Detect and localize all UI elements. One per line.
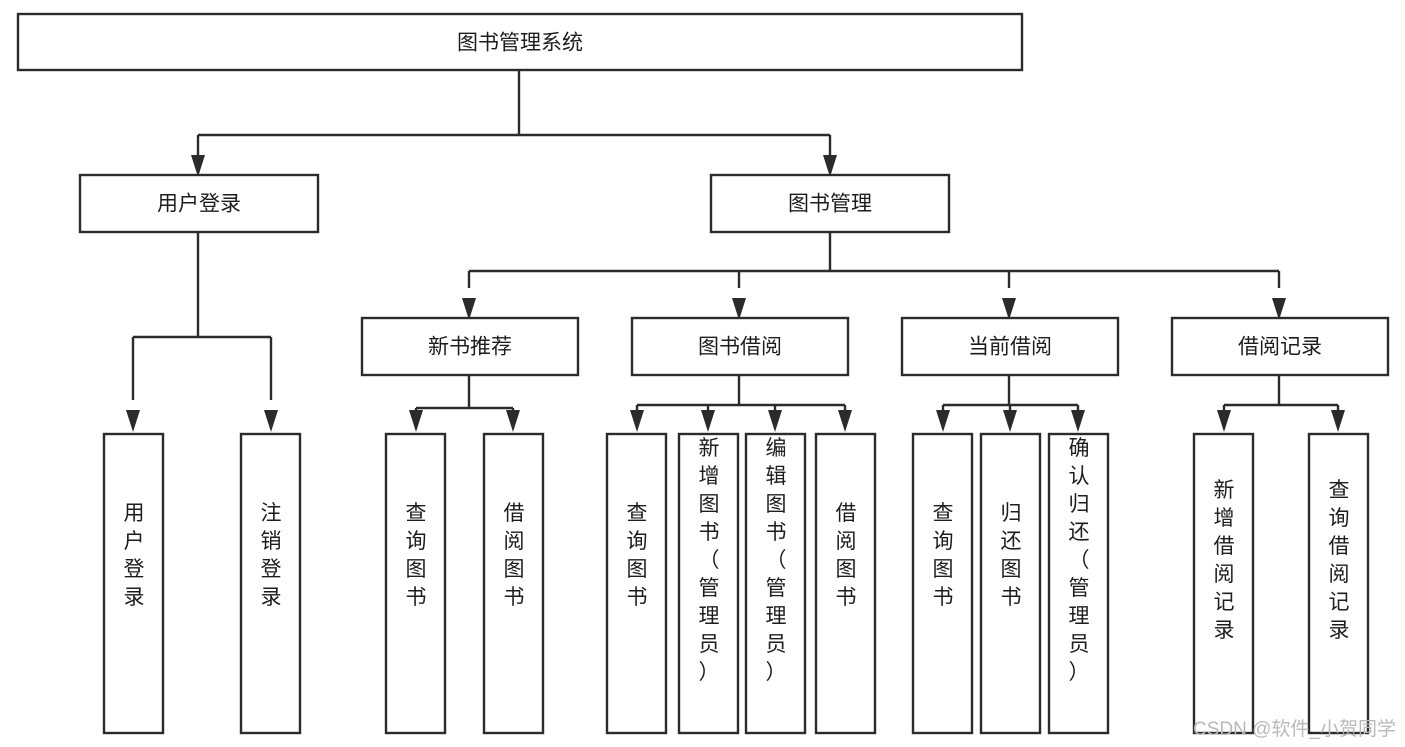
node-user-login[interactable]: 用户登录 (78, 173, 320, 234)
leaf-label-vertical: 归还图书 (1001, 502, 1022, 609)
leaf-label-vertical: 编辑图书（管理员） (766, 437, 787, 684)
arrow-bookmgmt-to-new-book (462, 298, 476, 320)
node-borrow-record-box[interactable] (1170, 316, 1390, 377)
node-root-box[interactable] (16, 12, 1024, 72)
node-book-borrow-box[interactable] (630, 316, 850, 377)
node-new-book-recommend-label: 新书推荐 (428, 336, 512, 359)
connector-layer (126, 70, 1345, 432)
leaf-label-vertical: 借阅图书 (836, 502, 857, 609)
node-new-book-recommend[interactable]: 新书推荐 (360, 316, 580, 377)
arrow-bookmgmt-to-borrow (732, 298, 746, 320)
leaf-record-add-record[interactable]: 新增借阅记录 (1192, 432, 1255, 735)
node-root-book-management-system[interactable]: 图书管理系统 (16, 12, 1024, 72)
arrow-bookmgmt-to-current (1002, 298, 1016, 320)
leaf-label-vertical: 新增借阅记录 (1214, 479, 1235, 642)
arrow-root-to-user-login (191, 155, 205, 177)
leaf-box[interactable] (979, 432, 1042, 735)
arrow-newbook-leaf-2 (506, 410, 520, 432)
leaf-box[interactable] (814, 432, 877, 735)
leaf-box[interactable] (605, 432, 668, 735)
leaf-label-vertical: 查询图书 (933, 502, 954, 609)
leaf-box[interactable] (1307, 432, 1370, 735)
arrow-userlogin-leaf-2 (264, 410, 278, 432)
leaf-box[interactable] (239, 432, 302, 735)
node-book-borrow-label: 图书借阅 (698, 336, 782, 359)
leaf-box[interactable] (911, 432, 974, 735)
arrow-current-leaf-3 (1071, 410, 1085, 432)
leaf-label-vertical: 确认归还（管理员） (1069, 437, 1090, 684)
leaf-label-vertical: 查询图书 (406, 502, 427, 609)
node-book-management[interactable]: 图书管理 (709, 173, 951, 234)
arrow-newbook-leaf-1 (409, 410, 423, 432)
leaf-current-confirm-return-admin[interactable]: 确认归还（管理员） (1047, 432, 1110, 735)
leaf-label-vertical: 注销登录 (261, 502, 282, 609)
leaf-borrow-query-book[interactable]: 查询图书 (605, 432, 668, 735)
arrow-current-leaf-2 (1003, 410, 1017, 432)
leaf-box[interactable] (102, 432, 165, 735)
leaf-new-book-borrow[interactable]: 借阅图书 (482, 432, 545, 735)
leaf-label-vertical: 用户登录 (124, 502, 145, 609)
leaf-record-query-record[interactable]: 查询借阅记录 (1307, 432, 1370, 735)
node-current-borrow[interactable]: 当前借阅 (900, 316, 1120, 377)
arrow-borrow-leaf-4 (838, 410, 852, 432)
arrow-userlogin-leaf-1 (126, 410, 140, 432)
leaf-box[interactable] (1047, 432, 1110, 735)
node-book-management-box[interactable] (709, 173, 951, 234)
leaf-box[interactable] (482, 432, 545, 735)
node-root-label: 图书管理系统 (457, 32, 583, 55)
leaf-label-vertical: 查询借阅记录 (1329, 479, 1350, 642)
node-borrow-record-label: 借阅记录 (1238, 336, 1322, 359)
leaf-user-login-logout[interactable]: 注销登录 (239, 432, 302, 735)
leaf-current-return-book[interactable]: 归还图书 (979, 432, 1042, 735)
arrow-borrow-leaf-1 (630, 410, 644, 432)
node-book-borrow[interactable]: 图书借阅 (630, 316, 850, 377)
leaf-box[interactable] (1192, 432, 1255, 735)
leaf-borrow-borrow-book[interactable]: 借阅图书 (814, 432, 877, 735)
leaf-box[interactable] (384, 432, 447, 735)
node-current-borrow-box[interactable] (900, 316, 1120, 377)
leaf-label-vertical: 新增图书（管理员） (699, 437, 720, 684)
leaf-label-vertical: 借阅图书 (504, 502, 525, 609)
arrow-borrow-leaf-2 (701, 410, 715, 432)
leaf-borrow-add-book-admin[interactable]: 新增图书（管理员） (677, 432, 740, 735)
leaf-box[interactable] (677, 432, 740, 735)
leaf-user-login-login[interactable]: 用户登录 (102, 432, 165, 735)
arrow-record-leaf-1 (1217, 410, 1231, 432)
node-current-borrow-label: 当前借阅 (968, 336, 1052, 359)
arrow-bookmgmt-to-record (1272, 298, 1286, 320)
arrow-record-leaf-2 (1331, 410, 1345, 432)
leaf-label-vertical: 查询图书 (627, 502, 648, 609)
arrow-borrow-leaf-3 (768, 410, 782, 432)
arrow-current-leaf-1 (936, 410, 950, 432)
leaf-box[interactable] (744, 432, 807, 735)
leaf-new-book-query[interactable]: 查询图书 (384, 432, 447, 735)
node-user-login-box[interactable] (78, 173, 320, 234)
leaf-borrow-edit-book-admin[interactable]: 编辑图书（管理员） (744, 432, 807, 735)
node-borrow-record[interactable]: 借阅记录 (1170, 316, 1390, 377)
csdn-watermark: CSDN @软件_小贺同学 (1193, 718, 1396, 740)
leaf-current-query-book[interactable]: 查询图书 (911, 432, 974, 735)
arrow-root-to-book-mgmt (823, 155, 837, 177)
node-book-management-label: 图书管理 (788, 193, 872, 216)
node-new-book-recommend-box[interactable] (360, 316, 580, 377)
node-user-login-label: 用户登录 (157, 193, 241, 216)
